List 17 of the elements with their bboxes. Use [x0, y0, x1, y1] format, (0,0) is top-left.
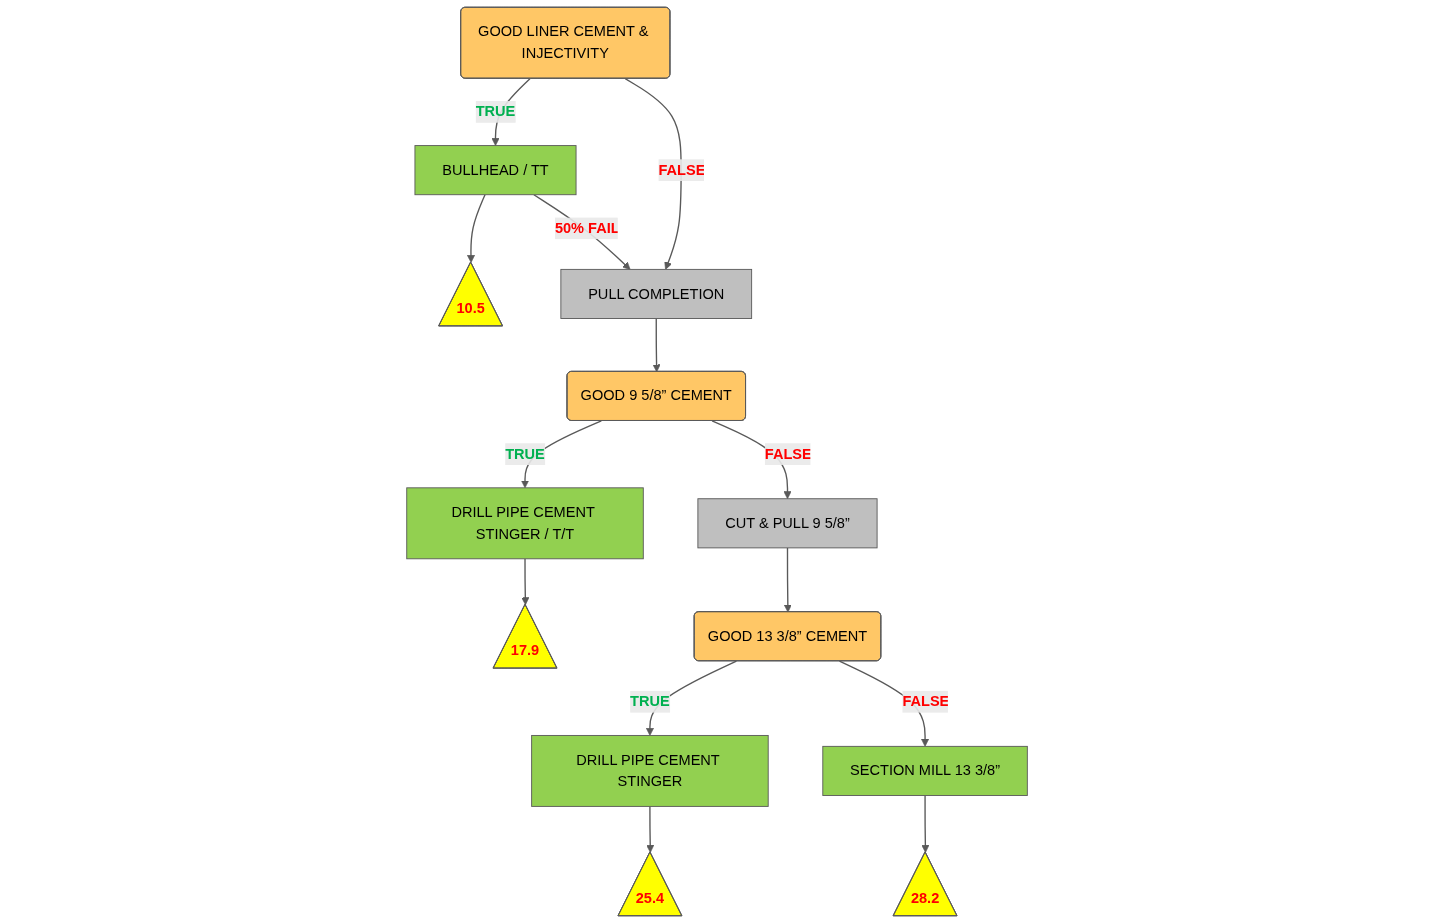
node-box: BULLHEAD / TT — [414, 145, 577, 196]
arrow — [653, 317, 662, 373]
arrow — [646, 805, 655, 853]
edge-label: TRUE — [476, 103, 516, 120]
arrow — [784, 547, 793, 613]
arrow — [521, 558, 530, 606]
arrow — [533, 194, 631, 270]
edge-label: TRUE — [505, 445, 546, 462]
arrow — [467, 194, 487, 263]
edge-label: TRUE — [630, 693, 671, 710]
node-box: DRILL PIPE CEMENT STINGER / T/T — [406, 487, 645, 560]
node-box: CUT & PULL 9 5/8” — [697, 498, 878, 549]
arrow — [625, 78, 683, 270]
node-box: PULL COMPLETION — [560, 268, 753, 319]
arrow — [921, 794, 930, 853]
node-box: DRILL PIPE CEMENT STINGER — [531, 735, 770, 807]
node-box: SECTION MILL 13 3/8” — [822, 745, 1029, 796]
